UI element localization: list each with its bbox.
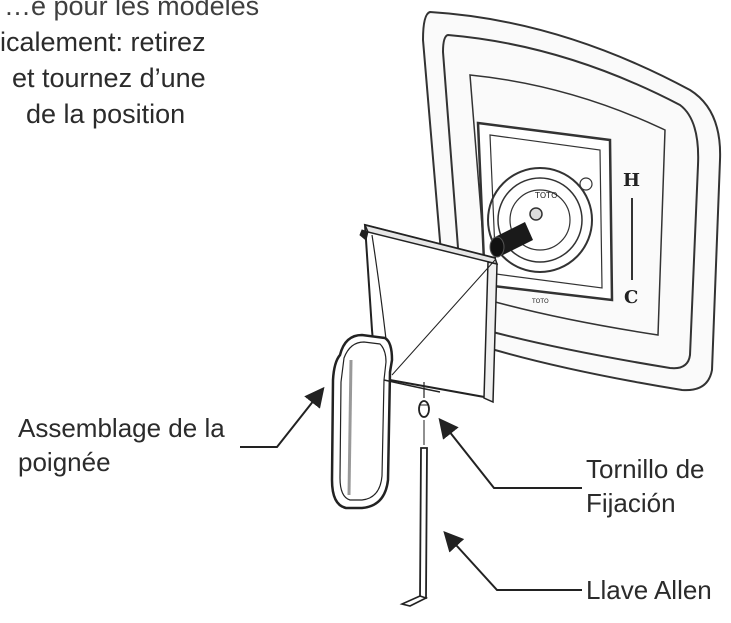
handle-assembly-label-line1: Assemblage de la [18,413,225,443]
temperature-indicator: H C [623,170,640,308]
set-screw-label-line1: Tornillo de [586,454,705,484]
instruction-line-3: et tournez d’une [12,63,206,93]
instruction-paragraph: …e pour les modèles icalement: retirez e… [0,0,259,132]
svg-text:TOTO: TOTO [531,298,549,305]
instruction-line-4: de la position [26,99,186,129]
handle-assembly-label-line2: poignée [18,447,111,477]
callout-lines [240,386,582,591]
valve-brand-text: TOTO [534,191,557,200]
instruction-line-2: icalement: retirez [0,27,206,57]
hot-marker: H [623,170,640,191]
set-screw [418,382,430,418]
instruction-line-1: …e pour les modèles [4,0,260,21]
allen-key [399,420,429,607]
spindle-stem [489,222,533,258]
allen-key-label: Llave Allen [586,575,712,605]
cold-marker: C [624,287,638,308]
handle-assembly [330,223,499,510]
set-screw-label-line2: Fijación [586,488,676,518]
valve-cartridge: TOTO TOTO [476,121,614,305]
